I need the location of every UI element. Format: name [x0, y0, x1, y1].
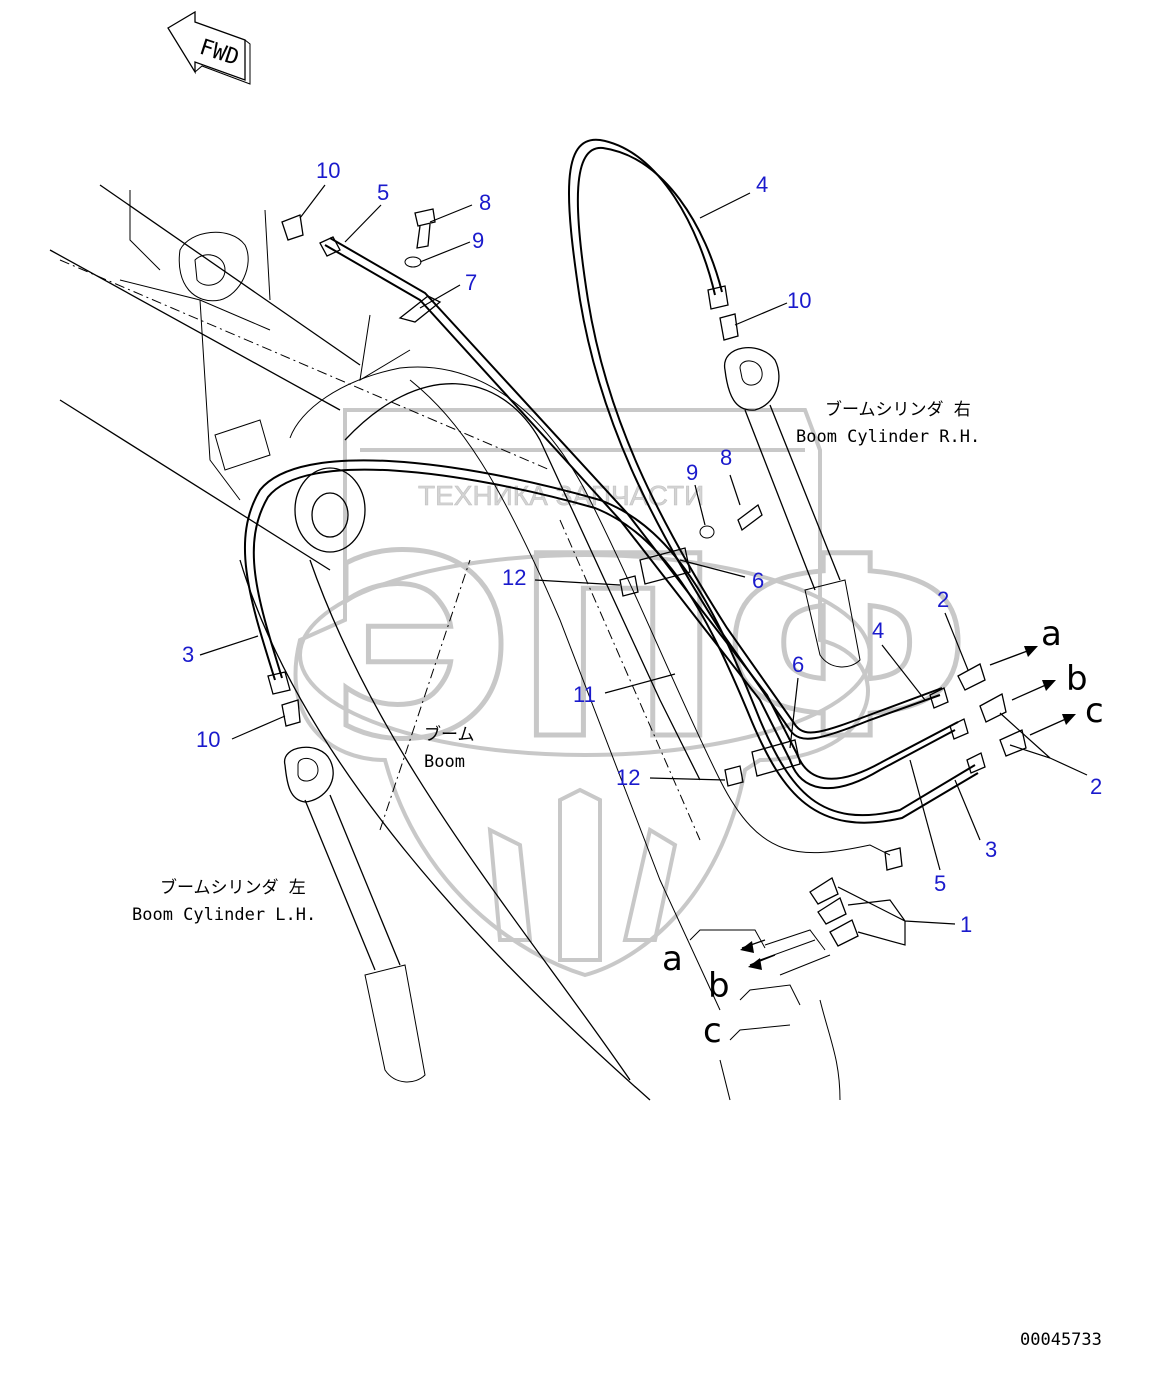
port-b-bottom: b [708, 966, 730, 1006]
callout-5: 5 [377, 180, 389, 205]
callout-8: 8 [720, 445, 732, 470]
callout-1: 1 [960, 912, 972, 937]
callout-2: 2 [937, 587, 949, 612]
drawing-number: 00045733 [1020, 1330, 1102, 1350]
boom-cylinder-lh [284, 746, 426, 1083]
port-b-right: b [1066, 659, 1088, 699]
callout-3: 3 [182, 642, 194, 667]
callout-12: 12 [502, 565, 526, 590]
label-boom-en: Boom [424, 752, 465, 772]
callout-2: 2 [1090, 774, 1102, 799]
fwd-marker: FWD [167, 10, 251, 85]
callout-7: 7 [465, 270, 477, 295]
callout-10: 10 [316, 158, 340, 183]
text-labels: ブームシリンダ 右 Boom Cylinder R.H. ブームシリンダ 左 B… [132, 399, 1104, 1350]
callout-10: 10 [196, 727, 220, 752]
callout-11: 11 [573, 682, 596, 707]
boom-structure [49, 184, 841, 1101]
callout-6: 6 [792, 652, 804, 677]
label-boom-jp: ブーム [424, 724, 475, 745]
label-cyl-rh-jp: ブームシリンダ 右 [825, 399, 971, 420]
callouts: 10 5 8 9 7 4 10 9 8 12 6 2 4 6 3 11 10 1… [182, 158, 1102, 937]
callout-4: 4 [756, 172, 768, 197]
port-c-bottom: c [703, 1011, 722, 1051]
fittings [281, 208, 1027, 947]
label-cyl-lh-en: Boom Cylinder L.H. [132, 905, 316, 925]
label-cyl-lh-jp: ブームシリンダ 左 [160, 877, 306, 898]
callout-12: 12 [616, 765, 640, 790]
watermark: ТЕХНИКА ЗАПЧАСТИ ЭПФ [293, 408, 973, 978]
label-cyl-rh-en: Boom Cylinder R.H. [796, 427, 980, 447]
port-arrows [740, 646, 1076, 970]
callout-9: 9 [686, 460, 698, 485]
watermark-logo-text: ЭПФ [330, 503, 971, 794]
callout-leaders [199, 184, 1088, 946]
port-a-right: a [1041, 614, 1062, 654]
callout-9: 9 [472, 228, 484, 253]
callout-8: 8 [479, 190, 491, 215]
hoses [244, 138, 986, 856]
port-a-bottom: a [662, 939, 683, 979]
callout-3: 3 [985, 837, 997, 862]
callout-5: 5 [934, 871, 946, 896]
callout-6: 6 [752, 568, 764, 593]
port-c-right: c [1085, 691, 1104, 731]
callout-4: 4 [872, 618, 884, 643]
callout-10: 10 [787, 288, 811, 313]
boom-cylinder-rh [724, 347, 861, 668]
